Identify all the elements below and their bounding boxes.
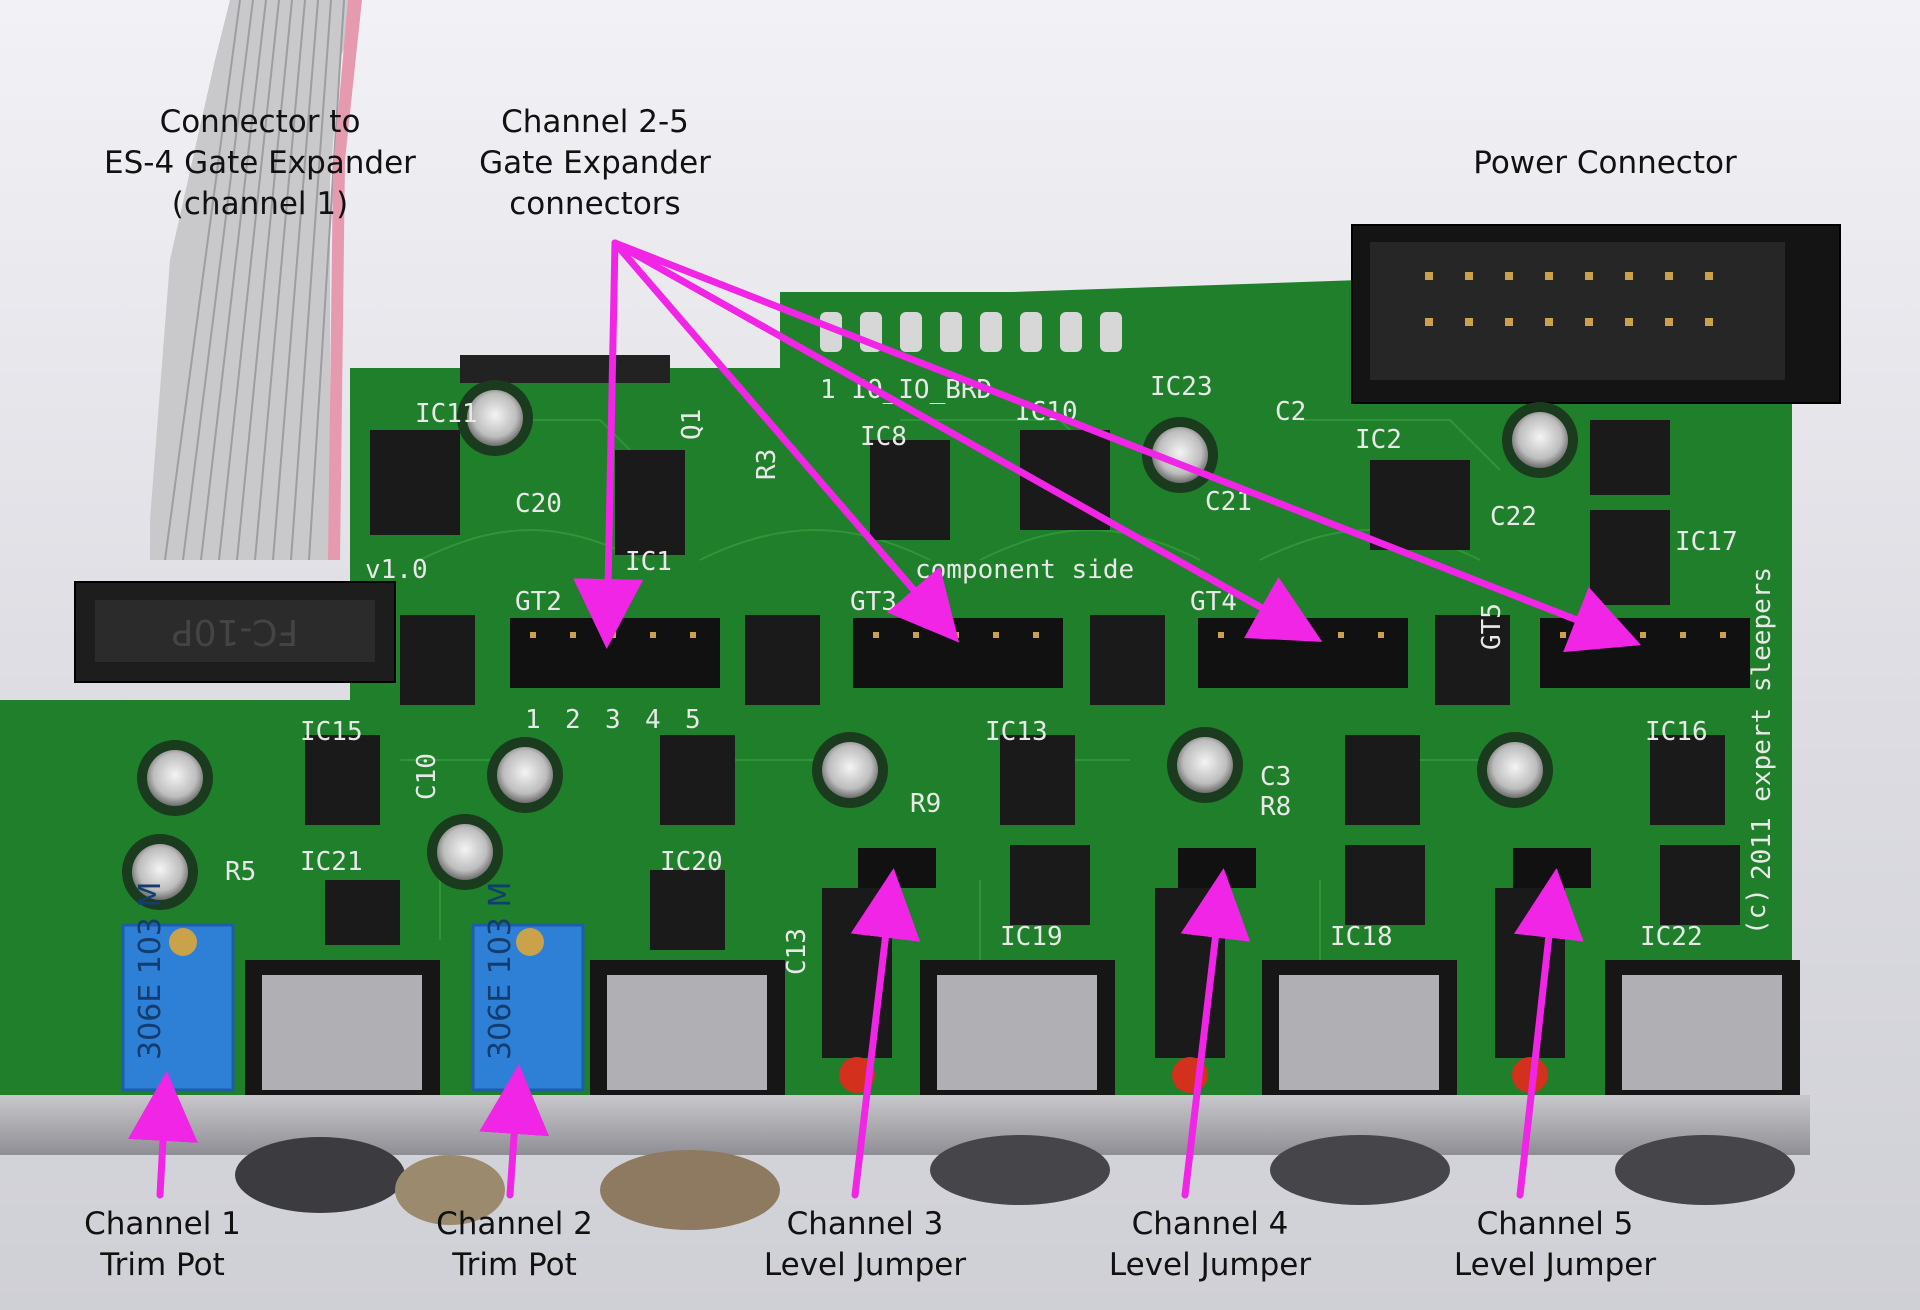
silk-ic18: IC18	[1330, 922, 1393, 952]
callout-ch5-jumper: Channel 5 Level Jumper	[1453, 1206, 1657, 1283]
pot2-marking: 306E 103 M	[483, 882, 518, 1060]
ribbon-cable	[150, 0, 362, 561]
silkscreen: GT2 GT3 GT4 GT5 IC1 IC2 IC8 IC10 IC11 IC…	[225, 372, 1777, 975]
silk-gt2: GT2	[515, 587, 562, 617]
callout-ch3-jumper: Channel 3 Level Jumper	[763, 1206, 967, 1283]
silk-ic19: IC19	[1000, 922, 1063, 952]
silk-ic2: IC2	[1355, 425, 1402, 455]
silk-ic21: IC21	[300, 847, 363, 877]
callout-arrows	[128, 239, 1642, 1199]
silk-r8: R8	[1260, 792, 1291, 822]
silk-pin-1: 1	[525, 705, 541, 735]
silk-c20: C20	[515, 489, 562, 519]
silk-ic15: IC15	[300, 717, 363, 747]
silk-q1: Q1	[677, 409, 707, 440]
audio-jacks	[245, 960, 1800, 1105]
silk-ic22: IC22	[1640, 922, 1703, 952]
silk-ic11: IC11	[415, 399, 478, 429]
silk-c10: C10	[412, 753, 442, 800]
silk-ic1: IC1	[625, 547, 672, 577]
silk-ic23: IC23	[1150, 372, 1213, 402]
silk-c22: C22	[1490, 502, 1537, 532]
electrolytic-capacitors	[122, 380, 1578, 910]
fc10p-label: FC-10P	[172, 611, 298, 652]
power-connector	[1351, 224, 1841, 404]
silk-c3: C3	[1260, 762, 1291, 792]
trim-pots	[121, 923, 585, 1092]
pot1-marking: 306E 103 M	[133, 882, 168, 1060]
callout-es4-connector: Connector to ES-4 Gate Expander (channel…	[104, 104, 416, 222]
silk-c13: C13	[782, 928, 812, 975]
callout-ch2-trim: Channel 2 Trim Pot	[436, 1206, 593, 1283]
silk-gt5: GT5	[1477, 603, 1507, 650]
silk-ic20: IC20	[660, 847, 723, 877]
silk-ic13: IC13	[985, 717, 1048, 747]
silk-version: v1.0	[365, 555, 428, 585]
silk-r3: R3	[752, 449, 782, 480]
callout-power-connector: Power Connector	[1473, 145, 1737, 181]
front-panel	[0, 1095, 1810, 1230]
silk-pin-2: 2	[565, 705, 581, 735]
silk-pin-3: 3	[605, 705, 621, 735]
silk-copyright: 2011 expert sleepers	[1747, 567, 1777, 880]
silk-r9: R9	[910, 789, 941, 819]
ic-chips	[305, 420, 1740, 950]
silk-jack-marker: (c)	[1742, 888, 1772, 935]
silk-c2: C2	[1275, 397, 1306, 427]
silk-ic17: IC17	[1675, 527, 1738, 557]
callout-ch1-trim: Channel 1 Trim Pot	[84, 1206, 241, 1283]
callout-gate-expander: Channel 2-5 Gate Expander connectors	[479, 104, 711, 222]
silk-ic16: IC16	[1645, 717, 1708, 747]
callout-ch4-jumper: Channel 4 Level Jumper	[1108, 1206, 1312, 1283]
silk-gt3: GT3	[850, 587, 897, 617]
fc10p-connector	[74, 581, 396, 683]
rear-header	[460, 355, 670, 383]
silk-r5: R5	[225, 857, 256, 887]
silk-pin-5: 5	[685, 705, 701, 735]
silk-pin-4: 4	[645, 705, 661, 735]
silk-component-side: component side	[915, 555, 1134, 585]
silk-ic8: IC8	[860, 422, 907, 452]
